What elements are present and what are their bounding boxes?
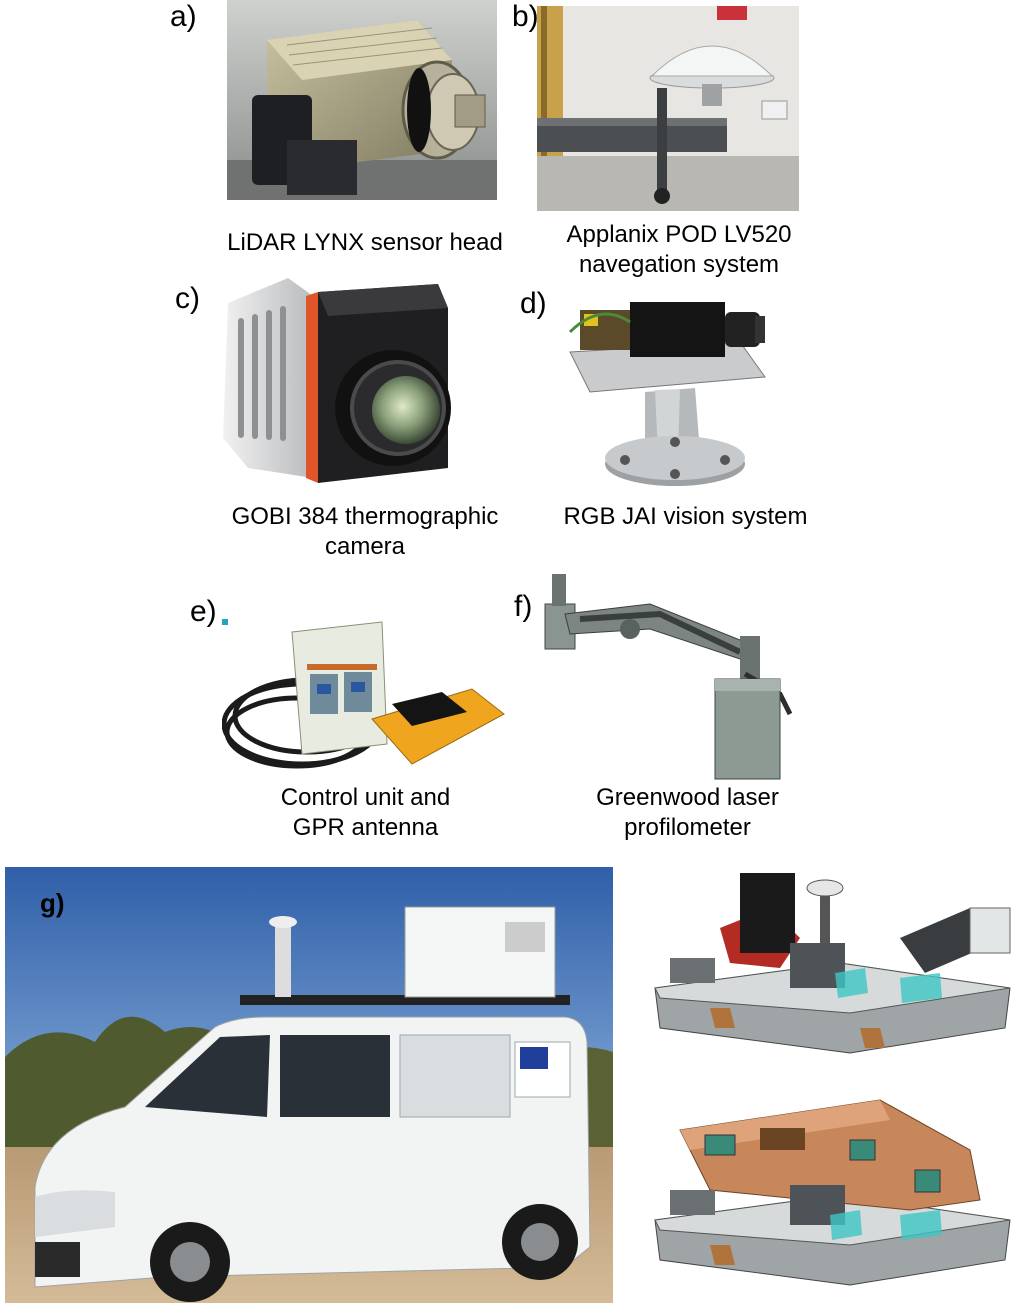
- thermal-camera-image: [218, 278, 468, 488]
- caption-line: GPR antenna: [292, 814, 439, 841]
- caption-line: GOBI 384 thermographic: [231, 503, 499, 530]
- panel-e-letter: e): [190, 595, 217, 628]
- panel-c-letter: c): [175, 282, 200, 315]
- lidar-sensor-head-image: [227, 0, 497, 200]
- panel-a-letter: a): [170, 0, 197, 33]
- platform-cad-closed-image: [650, 1090, 1020, 1300]
- caption-line: profilometer: [624, 814, 751, 841]
- panel-d-letter: d): [520, 287, 547, 320]
- gpr-antenna-image: [222, 614, 507, 784]
- caption-line: Applanix POD LV520: [566, 221, 792, 248]
- panel-b-caption: Applanix POD LV520 navegation system: [540, 220, 818, 280]
- survey-van-image: [5, 867, 613, 1303]
- rgb-camera-image: [560, 282, 770, 492]
- panel-a-caption: LiDAR LYNX sensor head: [200, 228, 530, 258]
- caption-line: RGB JAI vision system: [563, 503, 808, 530]
- panel-f-letter: f): [514, 590, 533, 623]
- panel-e-caption: Control unit and GPR antenna: [228, 783, 503, 843]
- panel-c-caption: GOBI 384 thermographic camera: [205, 502, 525, 562]
- caption-line: LiDAR LYNX sensor head: [227, 229, 503, 256]
- panel-g-letter: g): [40, 888, 65, 918]
- panel-d-caption: RGB JAI vision system: [543, 502, 828, 532]
- caption-line: navegation system: [578, 251, 780, 278]
- panel-b-letter: b): [512, 0, 539, 33]
- platform-cad-open-image: [650, 868, 1020, 1068]
- laser-profilometer-image: [540, 574, 805, 784]
- caption-line: camera: [324, 533, 406, 560]
- caption-line: Greenwood laser: [596, 784, 779, 811]
- caption-line: Control unit and: [280, 784, 451, 811]
- gnss-antenna-image: [537, 6, 799, 211]
- panel-f-caption: Greenwood laser profilometer: [555, 783, 820, 843]
